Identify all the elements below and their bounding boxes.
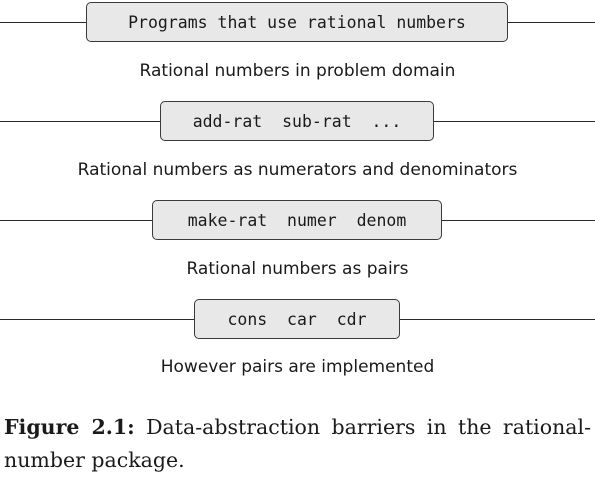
barrier-box-constructors: make-rat numer denom <box>152 200 442 240</box>
barrier-rat-ops: add-rat sub-rat ... <box>0 101 595 141</box>
figure-label: Figure 2.1: <box>4 415 135 439</box>
level-label-numer-denom: Rational numbers as numerators and denom… <box>77 160 518 180</box>
figure-caption: Figure 2.1: Data-abstraction barriers in… <box>4 411 591 477</box>
barrier-constructors: make-rat numer denom <box>0 200 595 240</box>
level-label-problem-domain: Rational numbers in problem domain <box>139 61 456 81</box>
barrier-box-rat-ops: add-rat sub-rat ... <box>160 101 434 141</box>
barrier-box-pairs: cons car cdr <box>194 299 400 339</box>
barrier-programs: Programs that use rational numbers <box>0 2 595 42</box>
barrier-pairs: cons car cdr <box>0 299 595 339</box>
level-label-pairs: Rational numbers as pairs <box>186 259 409 279</box>
figure-caption-text: Data-abstraction barriers in the rationa… <box>4 415 591 472</box>
barrier-box-programs: Programs that use rational numbers <box>86 2 508 42</box>
level-label-implementation: However pairs are implemented <box>160 357 435 377</box>
